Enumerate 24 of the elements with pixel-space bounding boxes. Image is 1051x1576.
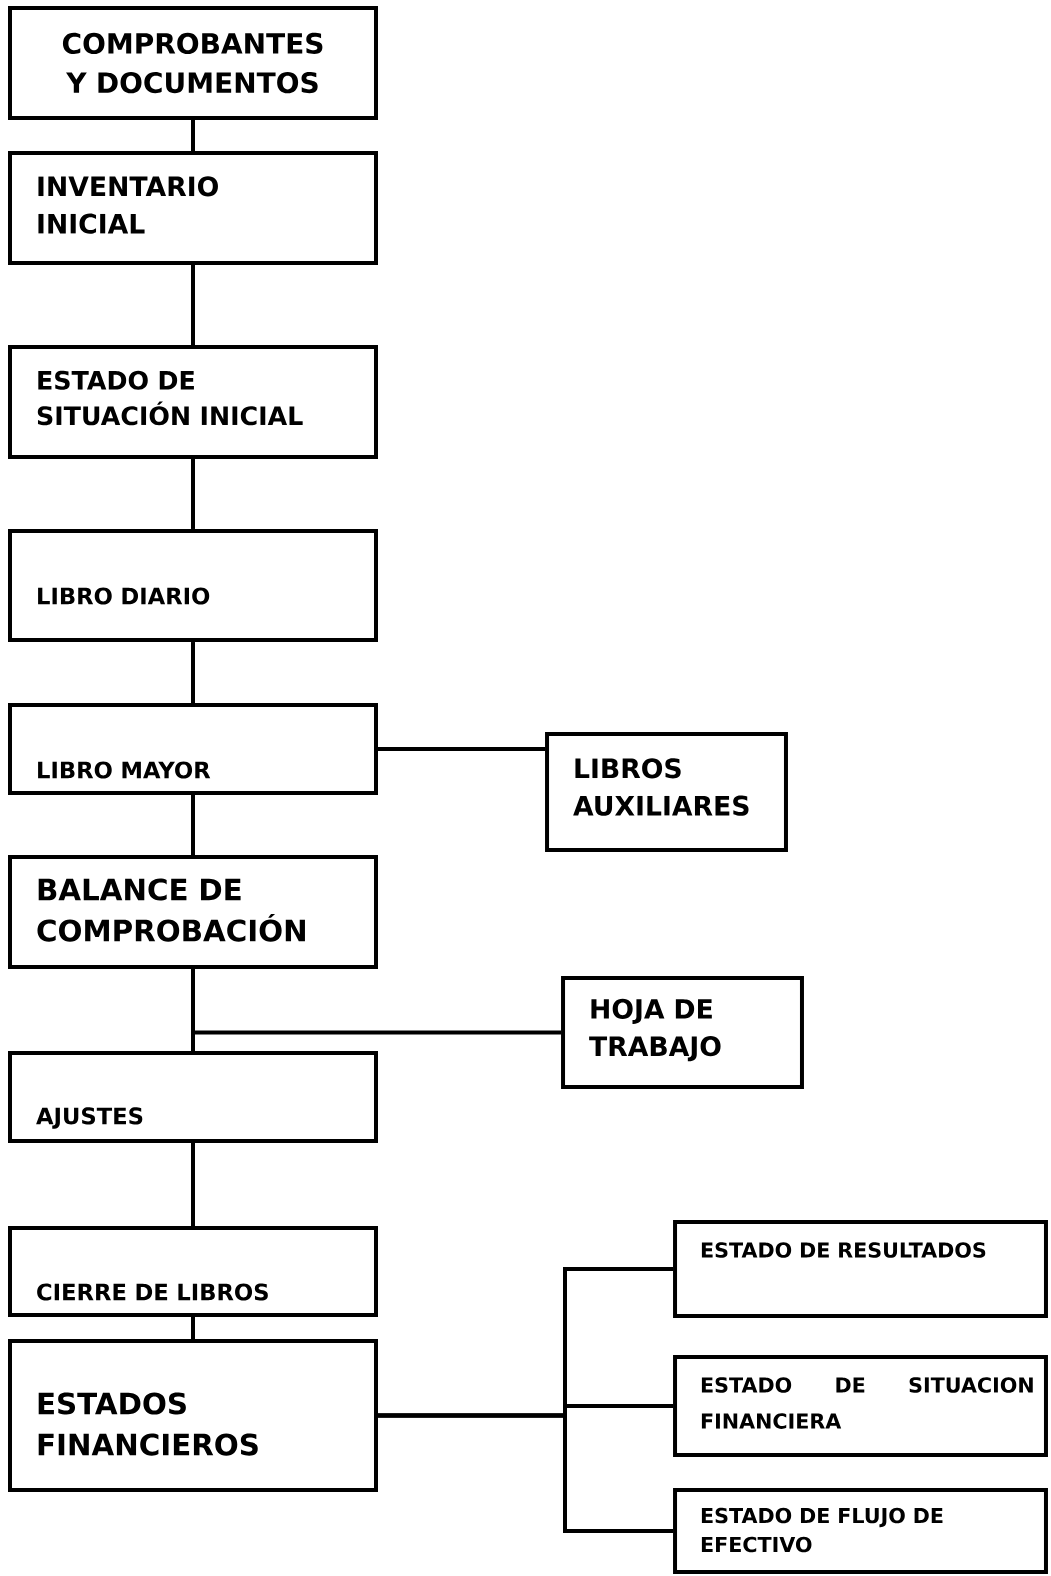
process-box: INVENTARIO INICIAL <box>8 151 378 265</box>
process-box: BALANCE DE COMPROBACIÓN <box>8 855 378 969</box>
connector-line <box>191 1317 195 1339</box>
connector-line <box>191 1143 195 1227</box>
connector-line <box>191 265 195 345</box>
connector-line <box>191 969 195 1051</box>
connector-line <box>191 120 195 151</box>
process-box: ESTADO DE FLUJO DE EFECTIVO <box>673 1488 1048 1574</box>
process-box: LIBROS AUXILIARES <box>545 732 788 852</box>
process-box: ESTADO DE SITUACIÓN INICIAL <box>8 345 378 459</box>
process-box: HOJA DE TRABAJO <box>561 975 804 1090</box>
process-box: ESTADO DE RESULTADOS <box>673 1220 1048 1318</box>
process-box: CIERRE DE LIBROS <box>8 1226 378 1317</box>
process-box: ESTADOS FINANCIEROS <box>8 1339 378 1493</box>
process-box: AJUSTES <box>8 1051 378 1143</box>
connector-line <box>191 642 195 703</box>
process-box: COMPROBANTES Y DOCUMENTOS <box>8 6 378 120</box>
process-box: LIBRO DIARIO <box>8 528 378 643</box>
process-box: LIBRO MAYOR <box>8 703 378 795</box>
process-box: ESTADO DE SITUACION FINANCIERA <box>673 1355 1048 1457</box>
connector-line <box>378 1413 674 1533</box>
connector-line <box>378 747 546 751</box>
connector-line <box>191 795 195 855</box>
connector-line <box>191 459 195 529</box>
